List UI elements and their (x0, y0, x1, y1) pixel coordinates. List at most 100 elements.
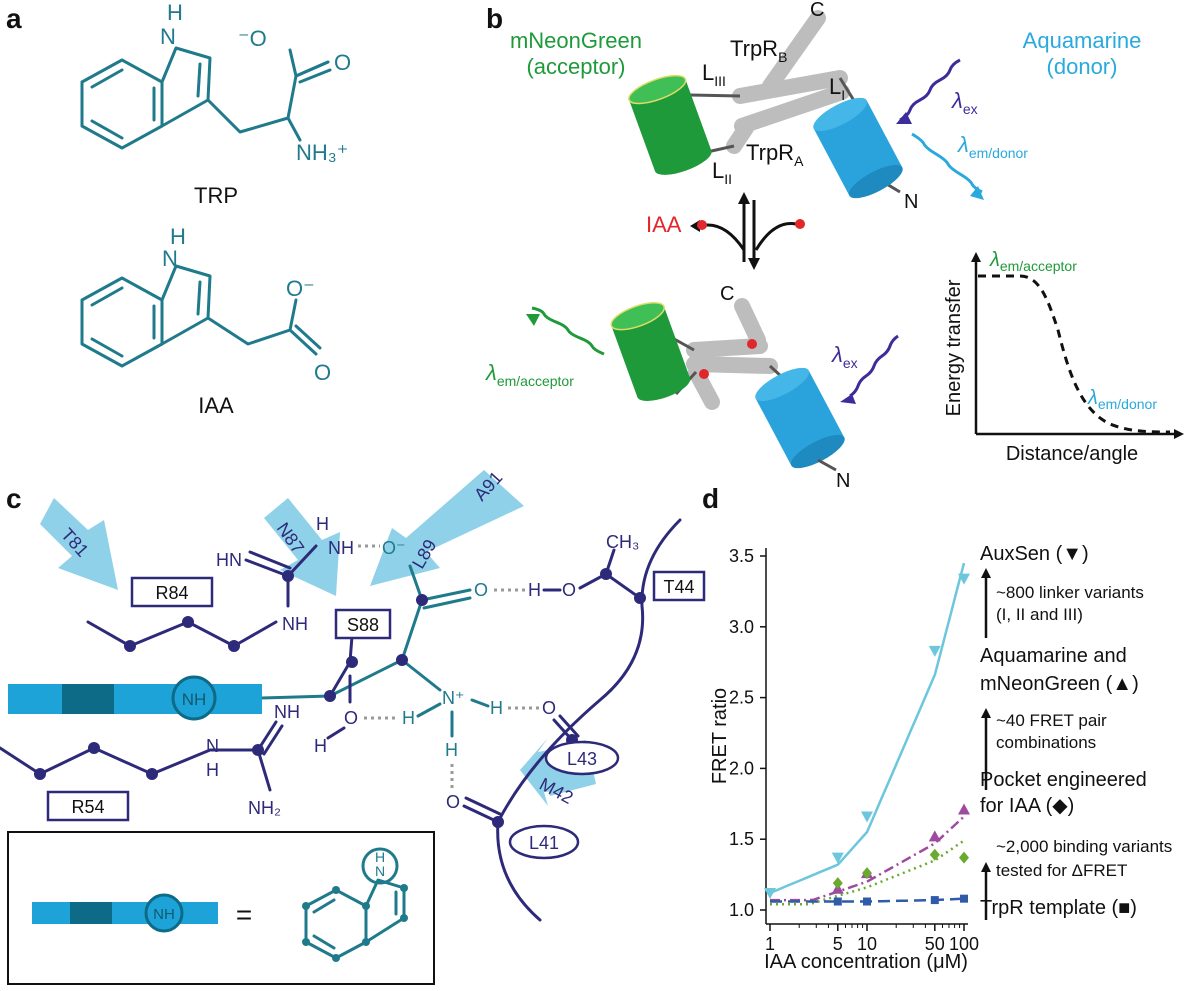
svg-text:H: H (402, 708, 415, 728)
graph-lambda-em-donor: λem/donor (1087, 387, 1157, 412)
inset-nh: NH (153, 906, 175, 923)
c-terminus-top: C (810, 0, 824, 21)
panel-label-d: d (702, 483, 719, 514)
data-point-fret-pair (928, 830, 941, 842)
trp-label: TRP (194, 183, 238, 208)
y-tick-label: 3.5 (729, 546, 754, 566)
y-tick-label: 3.0 (729, 617, 754, 637)
atom-o-s88: O (344, 708, 358, 728)
arrow-n87 (264, 498, 340, 596)
iaa-label-b: IAA (646, 212, 682, 237)
acceptor-name: mNeonGreen (510, 28, 642, 53)
atom-nh-r54: NH (274, 702, 300, 722)
iaa-o-minus: O⁻ (286, 276, 315, 301)
arrow-a91 (370, 470, 524, 586)
chart-ylabel: FRET ratio (709, 688, 731, 784)
iaa-label: IAA (198, 393, 234, 418)
data-point-auxsen (764, 888, 776, 900)
step-mneongreen: mNeonGreen (▲) (980, 673, 1139, 695)
lambda-em-donor-top: λem/donor (957, 132, 1028, 161)
chart-xlabel: IAA concentration (μM) (764, 951, 968, 973)
atom-o-t44: O (562, 580, 576, 600)
x-tick-label: 5 (833, 934, 843, 954)
donor-name: Aquamarine (1023, 28, 1142, 53)
step-combinations: combinations (996, 733, 1096, 752)
data-point-auxsen (831, 852, 844, 864)
energy-transfer-xlabel: Distance/angle (1006, 443, 1138, 465)
data-point-template (960, 894, 968, 903)
x-tick-label: 50 (925, 934, 945, 954)
c-terminus-bottom: C (720, 283, 734, 305)
series-line-1 (770, 815, 965, 902)
y-tick-label: 1.5 (729, 829, 754, 849)
lambda-ex-top: λex (951, 88, 978, 117)
panel-label-c: c (6, 483, 22, 514)
step-pocket: Pocket engineered (980, 769, 1147, 791)
atom-o-carbonyl: O (474, 580, 488, 600)
x-tick-label: 100 (949, 934, 979, 954)
n-terminus-top: N (904, 191, 918, 213)
svg-text:N: N (206, 736, 219, 756)
data-point-template (930, 896, 939, 905)
graph-lambda-em-acceptor: λem/acceptor (989, 249, 1077, 274)
n-terminus-bottom: N (836, 470, 850, 492)
panel-label-a: a (6, 3, 22, 34)
equilibrium-arrows: IAA (646, 192, 805, 270)
lambda-ex-bottom: λex (831, 342, 858, 371)
data-point-pocket (832, 877, 843, 890)
step-for-iaa: for IAA (◆) (980, 795, 1074, 817)
atom-ch3: CH₃ (606, 532, 639, 552)
trp-nh3: NH₃⁺ (296, 140, 348, 165)
atom-o-l41: O (446, 792, 460, 812)
svg-text:H: H (375, 849, 385, 865)
step-linker-types: (I, II and III) (996, 605, 1083, 624)
y-tick-label: 2.5 (729, 688, 754, 708)
data-point-auxsen (861, 811, 873, 823)
data-point-pocket (862, 867, 872, 880)
data-point-pocket (959, 851, 969, 864)
inset-equals: = (236, 899, 252, 930)
iaa-o: O (314, 360, 331, 385)
linker-i-label: LI (829, 74, 845, 103)
data-point-fret-pair (958, 803, 970, 815)
step-aquamarine: Aquamarine and (980, 645, 1127, 667)
linker-ii-label: LII (712, 158, 732, 187)
donor-role: (donor) (1047, 54, 1118, 79)
step-auxsen: AuxSen (▼) (980, 543, 1089, 565)
step-dfret: tested for ΔFRET (996, 861, 1127, 880)
svg-text:N: N (160, 24, 176, 49)
x-tick-label: 10 (857, 934, 877, 954)
step-binding-variants: ~2,000 binding variants (996, 837, 1172, 856)
svg-text:H: H (490, 698, 503, 718)
lambda-em-acceptor-bottom: λem/acceptor (485, 360, 574, 389)
iaa-structure: H N O⁻ O (80, 224, 331, 385)
data-point-auxsen (928, 645, 941, 657)
atom-nh-n87: NH (328, 538, 354, 558)
x-tick-label: 1 (765, 934, 775, 954)
energy-transfer-ylabel: Energy transfer (943, 279, 965, 416)
arrow-t81 (40, 498, 118, 590)
step-trpr-template: TrpR template (■) (980, 897, 1137, 919)
svg-text:H: H (316, 514, 329, 534)
svg-text:N: N (375, 863, 385, 879)
engineering-pipeline: AuxSen (▼) ~800 linker variants (I, II a… (980, 543, 1172, 920)
data-point-pocket (929, 848, 940, 861)
data-point-auxsen (958, 573, 970, 585)
binding-pocket-diagram: T81 N87 A91 L89 M42 R84 HN NH H NH O⁻ O (0, 467, 706, 985)
atom-nh2: NH₂ (248, 798, 281, 818)
svg-text:H: H (170, 224, 186, 249)
acceptor-role: (acceptor) (526, 54, 625, 79)
atom-n-plus: N⁺ (442, 688, 465, 708)
residue-r54: R54 (71, 797, 104, 817)
trp-structure: H N ⁻O O NH₃⁺ (80, 0, 351, 165)
ring-nh: NH (182, 690, 207, 709)
y-tick-label: 1.0 (729, 900, 754, 920)
residue-l43: L43 (567, 749, 597, 769)
sensor-closed-state: C N λex λem/acceptor (485, 283, 899, 492)
trpr-b-label: TrpRB (730, 36, 787, 65)
residue-r84: R84 (155, 583, 188, 603)
atom-hn-top: HN (216, 550, 242, 570)
svg-text:H: H (314, 736, 327, 756)
step-fret-pairs: ~40 FRET pair (996, 711, 1107, 730)
linker-iii-label: LIII (702, 60, 726, 89)
